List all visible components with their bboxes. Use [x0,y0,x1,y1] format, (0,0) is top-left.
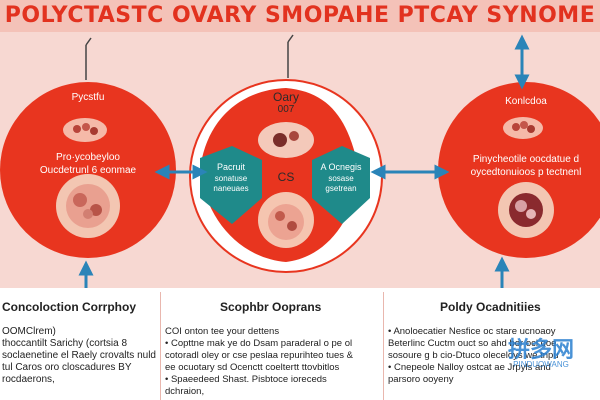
center-circle-top-label: Oary [272,90,299,104]
column-2-line: • Spaeedeed Shast. Pisbtoce ioreceds [165,374,327,385]
column-3-line: • Cnepeole Nalloy ostcat ae Jrpyls and [388,362,551,373]
column-2-line: ee ocuotary sd Ocenctt coeltertt ttovbit… [165,362,340,373]
center-circle-sub-label: 007 [277,104,295,115]
column-2-line: dchraion, [165,386,205,397]
column-separator-1 [160,292,161,400]
column-heading-2: Scophbr Ooprans [220,300,322,314]
page-title: POLYCTASTC OVARY SMOPAHE PTCAY SYNOME [4,3,596,28]
center-left-shield-line2: sonatuse [214,174,248,183]
left-circle [0,82,176,258]
right-circle-line1: Pinycheotile oocdatue d [472,154,580,165]
column-3-line: Beterlinc Cuctm ouct so ahd bor ocl ooe [388,338,557,349]
column-heading-1: Concoloction Corrphoy [2,300,136,314]
center-right-shield-line1: A Ocnegis [320,162,362,172]
column-text-3: • Anoloecatier Nesfice oc stare ucnoaoy … [388,326,598,386]
column-1-line: soclaenetine el Raely crovalts nuld [2,350,156,361]
info-panel [0,288,600,400]
right-circle [438,82,600,258]
right-circle-line2: oycedtonuioos p tectnenl [470,167,582,178]
center-circle [189,79,383,273]
column-1-line: tul Caros oro closcadures BY [2,362,132,373]
column-2-line: COI onton tee your dettens [165,326,280,337]
column-3-line: parsoro ooyeny [388,374,454,385]
column-2-line: cotoradl oley or cse peslaa repurihteo t… [165,350,353,361]
center-left-shield-line1: Pacruit [216,162,245,172]
column-2-line: • Copttne mak ye do Dsam paraderal o pe … [165,338,353,349]
column-3-line: sosoure g b cio-Dtuco oleceloys we tnpu [388,350,559,361]
title-banner [0,0,600,32]
column-3-line: • Anoloecatier Nesfice oc stare ucnoaoy [388,326,556,337]
top-left-pin [85,37,92,80]
column-1-line: rocdaerons, [2,374,55,385]
top-center-pin [287,34,294,78]
right-shield [312,146,370,224]
center-right-shield-line2: sosase [328,174,354,183]
watermark-brand-sub: PINDUOWANG [513,360,569,369]
center-left-shield-line3: naneuaes [213,184,249,193]
left-circle-top-label: Pycstfu [71,92,105,103]
column-separator-2 [383,292,384,400]
center-right-shield-line3: gsetrean [325,184,357,193]
watermark-brand: 拼多网 [507,337,574,362]
center-circle-center-text: CS [277,170,295,184]
column-text-1: OOMClrem) thoccantilt Sarichy (cortsia 8… [2,326,157,386]
left-circle-line2: Oucdetrunl 6 eonmae [39,165,137,176]
column-heading-3: Poldy Ocadnitiies [440,300,541,314]
right-circle-top-label: Konlcdoa [505,96,547,107]
left-shield [200,146,262,224]
column-1-line: OOMClrem) [2,326,56,337]
column-1-line: thoccantilt Sarichy (cortsia 8 [2,338,128,349]
column-text-2: COI onton tee your dettens • Copttne mak… [165,326,379,398]
left-circle-line1: Pro·ycobeyloo [56,152,120,163]
